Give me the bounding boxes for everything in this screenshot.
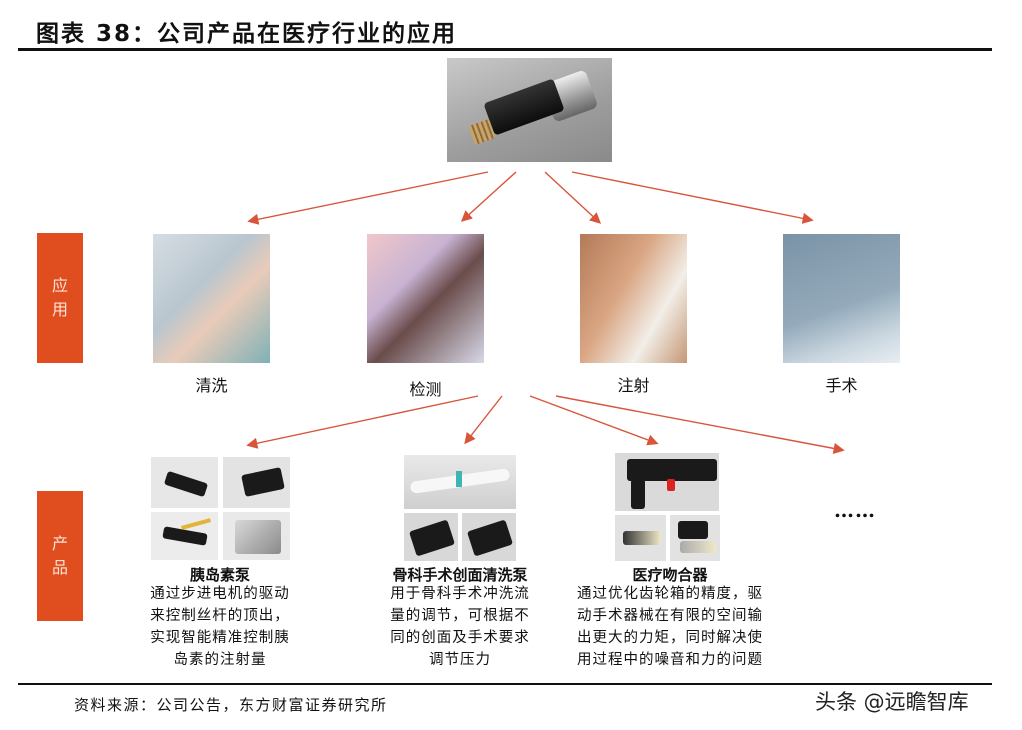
desc-line: 量的调节，可根据不	[390, 608, 530, 624]
product-title-irrigation-pump: 骨科手术创面清洗泵	[392, 566, 528, 584]
desc-line: 实现智能精准控制胰	[150, 630, 290, 646]
dental-cleaning-image	[153, 234, 270, 363]
surgical-robot-image	[783, 234, 900, 363]
figure-title: 图表 38：公司产品在医疗行业的应用	[36, 21, 458, 47]
stapler-gun-photo	[614, 452, 720, 512]
source-note: 资料来源：公司公告，东方财富证券研究所	[74, 696, 388, 714]
application-caption-clean: 清洗	[195, 376, 228, 395]
footer-rule	[18, 683, 992, 685]
desc-line: 同的创面及手术要求	[390, 630, 530, 646]
product-desc-stapler: 通过优化齿轮箱的精度，驱 动手术器械在有限的空间输 出更大的力矩，同时解决使 用…	[555, 583, 785, 671]
desc-line: 出更大的力矩，同时解决使	[577, 630, 763, 646]
insulin-pump-photo-1	[150, 456, 219, 509]
arrow-to-detect	[460, 171, 517, 222]
stapler-gearbox-photo-1	[614, 514, 667, 562]
application-caption-inject: 注射	[617, 376, 650, 395]
desc-line: 用于骨科手术冲洗流	[390, 586, 530, 602]
product-desc-insulin-pump: 通过步进电机的驱动 来控制丝杆的顶出， 实现智能精准控制胰 岛素的注射量	[135, 583, 305, 671]
desc-line: 通过优化齿轮箱的精度，驱	[577, 586, 763, 602]
desc-line: 通过步进电机的驱动	[150, 586, 290, 602]
motor-gearbox	[483, 78, 565, 136]
arrow-to-clean	[247, 171, 489, 225]
label-char: 用	[51, 300, 68, 319]
application-caption-detect: 检测	[409, 380, 442, 399]
arrow-to-irrigation-pump	[464, 395, 503, 445]
arrow-to-stapler	[529, 395, 659, 446]
arrow-to-more	[555, 395, 845, 454]
arrow-to-insulin-pump	[246, 395, 479, 449]
product-label: 产 品	[37, 491, 83, 621]
insulin-pump-photo-2	[222, 456, 291, 509]
irrigation-pump-handpiece-photo	[403, 454, 517, 510]
desc-line: 调节压力	[429, 652, 491, 668]
product-title-stapler: 医疗吻合器	[632, 566, 708, 584]
label-char: 应	[51, 276, 68, 295]
desc-line: 来控制丝杆的顶出，	[150, 608, 290, 624]
irrigation-pump-part-photo-2	[461, 512, 517, 562]
arrow-to-surgery	[571, 171, 814, 224]
label-char: 品	[51, 558, 68, 577]
label-char: 产	[51, 534, 68, 553]
arrow-to-inject	[544, 171, 602, 224]
watermark: 头条 @远瞻智库	[815, 690, 969, 714]
product-desc-irrigation-pump: 用于骨科手术冲洗流 量的调节，可根据不 同的创面及手术要求 调节压力	[370, 583, 550, 671]
hero-motor-image	[447, 58, 612, 162]
detection-robot-image	[367, 234, 484, 363]
insulin-pump-photo-3	[150, 511, 219, 561]
injection-pump-image	[580, 234, 687, 363]
product-title-insulin-pump: 胰岛素泵	[189, 566, 250, 584]
application-label: 应 用	[37, 233, 83, 363]
insulin-pump-photo-4	[222, 511, 291, 561]
irrigation-pump-part-photo-1	[403, 512, 459, 562]
desc-line: 动手术器械在有限的空间输	[577, 608, 763, 624]
title-rule	[18, 48, 992, 51]
application-caption-surgery: 手术	[825, 376, 858, 395]
more-products-ellipsis: ……	[834, 498, 876, 522]
stapler-gearbox-photo-2	[669, 514, 721, 562]
desc-line: 岛素的注射量	[173, 652, 267, 668]
desc-line: 用过程中的噪音和力的问题	[577, 652, 763, 668]
